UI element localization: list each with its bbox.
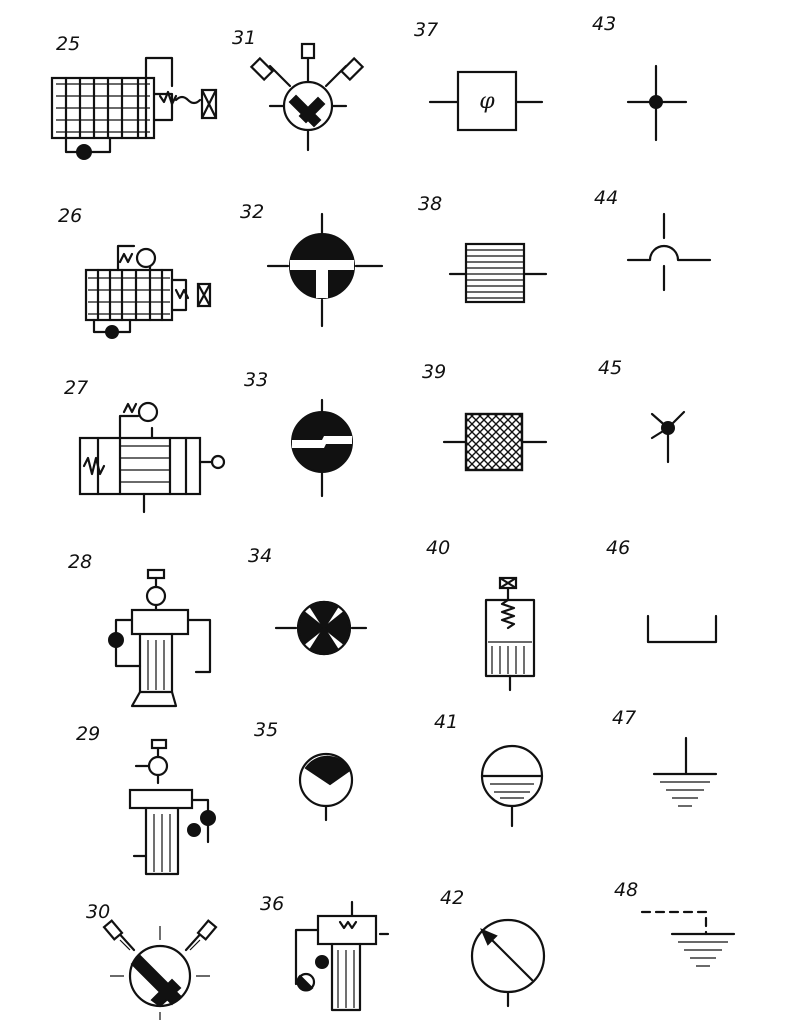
symbol-number: 47: [612, 707, 636, 729]
symbol-28: 28: [68, 551, 212, 708]
pressure-gauge-icon: [470, 918, 546, 1008]
symbol-34: 34: [248, 545, 368, 656]
butterfly-valve-icon: [274, 600, 368, 656]
symbol-number: 40: [426, 537, 450, 559]
symbol-45: 45: [598, 357, 686, 464]
hydraulic-cylinder-with-valve-icon: [78, 401, 226, 514]
symbol-38: 38: [418, 193, 548, 304]
symbol-44: 44: [594, 187, 712, 292]
crosshatched-filter-icon: [442, 412, 548, 472]
symbol-number: 33: [244, 369, 268, 391]
symbol-number: 39: [422, 361, 446, 383]
symbol-39: 39: [422, 361, 548, 472]
pipe-crossing-bridge-icon: [626, 212, 712, 292]
symbol-number: 29: [76, 723, 100, 745]
symbol-37: 37 φ: [414, 19, 544, 132]
symbol-number: 43: [592, 13, 616, 35]
symbol-35: 35: [254, 719, 354, 822]
symbol-27: 27: [64, 377, 226, 514]
symbol-number: 26: [58, 205, 82, 227]
symbol-33: 33: [244, 369, 353, 498]
symbol-number: 48: [614, 879, 638, 901]
hydraulic-pump-with-check-valve-icon: [84, 244, 212, 339]
valve-block-with-gauge-icon: [294, 900, 390, 1012]
symbol-number: 30: [86, 901, 110, 923]
symbol-number: 44: [594, 187, 618, 209]
symbol-46: 46: [606, 537, 718, 644]
two-way-rotary-valve-icon: [291, 398, 353, 498]
symbol-30: 30: [86, 901, 218, 1020]
filter-label: φ: [479, 89, 495, 114]
ground-drain-icon: [652, 736, 718, 807]
symbol-number: 35: [254, 719, 278, 741]
symbol-number: 32: [240, 201, 264, 223]
symbol-number: 41: [434, 711, 458, 733]
symbol-number: 27: [64, 377, 88, 399]
symbol-number: 31: [232, 27, 256, 49]
symbol-number: 25: [56, 33, 80, 55]
three-way-rotary-valve-icon: [266, 212, 384, 328]
open-reservoir-icon: [646, 614, 718, 644]
symbol-48: 48: [614, 879, 736, 967]
symbol-number: 28: [68, 551, 92, 573]
pipe-junction-icon: [626, 64, 688, 142]
symbol-number: 34: [248, 545, 272, 567]
spring-loaded-valve-icon: [484, 576, 536, 692]
symbol-26: 26: [58, 205, 212, 339]
symbol-41: 41: [434, 711, 544, 828]
symbol-31: 31: [232, 27, 365, 152]
check-ball-valve-icon: [298, 752, 354, 822]
symbol-40: 40: [426, 537, 536, 692]
symbol-32: 32: [240, 201, 384, 328]
multi-pipe-junction-icon: [650, 410, 686, 464]
drain-with-dashed-line-icon: [640, 910, 736, 967]
pressure-regulator-assembly-alt-icon: [128, 738, 216, 876]
symbol-number: 36: [260, 893, 284, 915]
symbol-number: 37: [414, 19, 438, 41]
heat-exchanger-hatched-icon: [448, 242, 548, 304]
symbol-29: 29: [76, 723, 216, 876]
symbol-number: 46: [606, 537, 630, 559]
pressure-regulator-assembly-icon: [108, 568, 212, 708]
symbol-number: 38: [418, 193, 442, 215]
symbol-25: 25: [50, 33, 218, 160]
hydraulic-pump-motor-assembly-icon: [50, 56, 218, 160]
symbol-42: 42: [440, 887, 546, 1008]
filter-box-icon: φ: [428, 70, 544, 132]
symbol-43: 43: [592, 13, 688, 142]
multi-port-rotary-valve-icon: [102, 919, 218, 1020]
liquid-tank-icon: [480, 744, 544, 828]
rotary-valve-with-actuators-icon: [249, 42, 365, 152]
symbol-47: 47: [612, 707, 718, 807]
symbol-36: 36: [260, 893, 390, 1012]
symbol-number: 42: [440, 887, 464, 909]
symbol-number: 45: [598, 357, 622, 379]
